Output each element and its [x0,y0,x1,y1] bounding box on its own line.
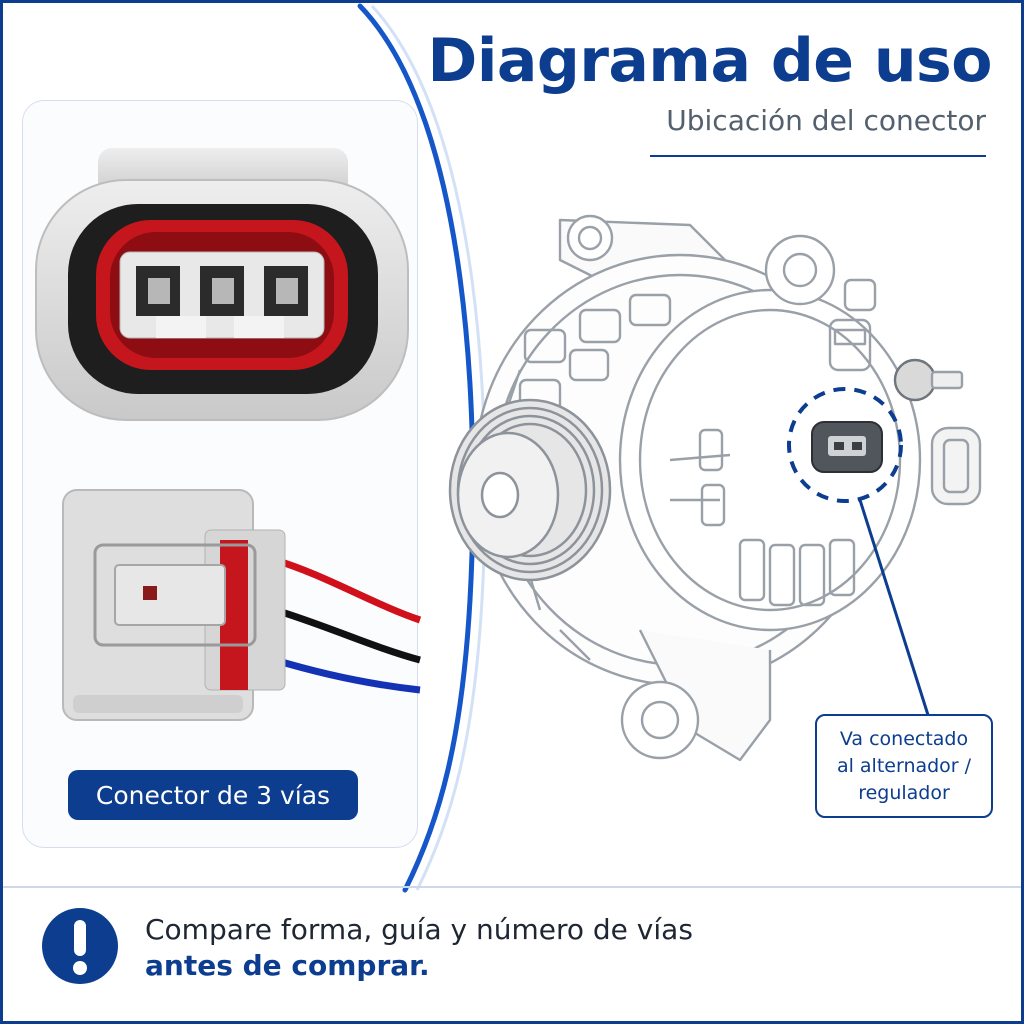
alternator-illustration [448,214,982,762]
title-divider [650,155,986,157]
callout-line-3: regulador [858,781,950,804]
footer-divider [0,886,1024,888]
callout-line-1: Va conectado [839,727,969,750]
product-caption: Conector de 3 vías [68,770,358,820]
footer-note-line-2: antes de comprar. [145,949,430,982]
connector-side-photo [62,489,422,721]
connector-front-photo [35,148,409,421]
exclamation-circle-icon [42,908,118,984]
footer-note-line-1: Compare forma, guía y número de vías [145,913,693,946]
connection-callout: Va conectado al alternador / regulador [815,714,993,818]
page-subtitle: Ubicación del conector [666,104,986,137]
callout-line-2: al alternador / [836,754,972,777]
footer-note: Compare forma, guía y número de vías ant… [145,912,693,984]
page-title: Diagrama de uso [427,26,993,96]
